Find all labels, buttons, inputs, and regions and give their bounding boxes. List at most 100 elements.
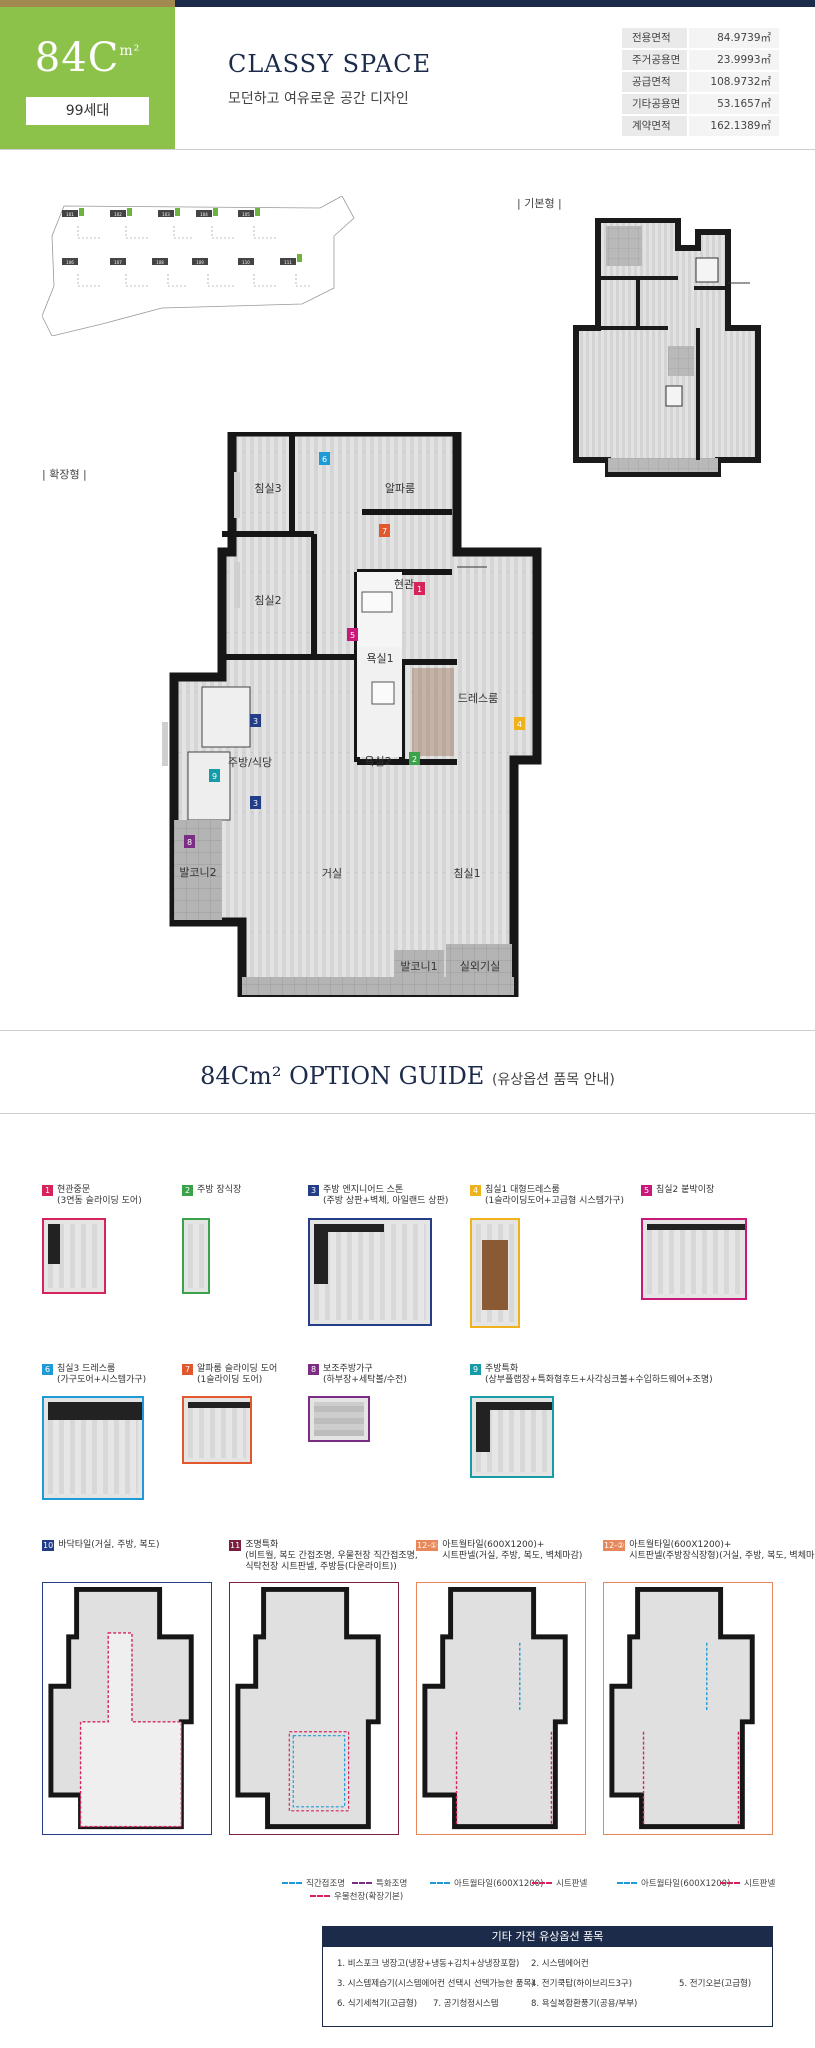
divider	[0, 1030, 815, 1031]
unit-label: 105	[242, 212, 250, 217]
room-balcony2: 발코니2	[179, 866, 216, 879]
area-row: 기타공용면적53.1657㎡	[622, 94, 779, 130]
appliance-item: 6. 식기세척기(고급형)	[337, 1999, 418, 2009]
option-thumb-3	[308, 1218, 432, 1326]
option-plan-12-2	[603, 1582, 773, 1835]
room-kitchen: 주방/식당	[228, 756, 272, 769]
unit-label: 104	[200, 212, 208, 217]
marker-1: 1	[417, 585, 422, 594]
divider	[0, 1113, 815, 1114]
floor-plan-miniature	[235, 1586, 381, 1830]
unit-label: 108	[156, 260, 164, 265]
room-living: 거실	[322, 867, 342, 880]
appliance-item: 8. 욕실복합환풍기(공용/부부)	[531, 1999, 638, 2009]
option-guide-title: 84Cm² OPTION GUIDE (유상옵션 품목 안내)	[200, 1062, 615, 1090]
marker-6: 6	[322, 455, 327, 464]
appliance-item: 2. 시스템에어컨	[531, 1959, 589, 1969]
top-stripe-accent	[0, 0, 175, 7]
unit-label: 103	[162, 212, 170, 217]
size-label: 84Cm²	[34, 35, 141, 81]
marker-7: 7	[382, 527, 387, 536]
unit-label: 101	[66, 212, 74, 217]
page-subtitle: 모던하고 여유로운 공간 디자인	[228, 91, 409, 107]
extended-type-label: | 확장형 |	[42, 468, 87, 481]
option-thumb-5	[641, 1218, 747, 1300]
legend-sheet-1: 시트판넬	[532, 1877, 587, 1889]
unit-label: 111	[284, 260, 292, 265]
option-thumb-9	[470, 1396, 554, 1478]
top-stripe	[0, 0, 815, 7]
marker-2: 2	[412, 755, 417, 764]
extended-floor-plan: 침실3 알파룸 현관 침실2 욕실1 드레스룸 욕실2 주방/식당 거실 침실1…	[162, 432, 542, 997]
room-balcony1: 발코니1	[400, 960, 437, 973]
option-thumb-7	[182, 1396, 252, 1464]
page-title: CLASSY SPACE	[228, 50, 432, 78]
marker-5: 5	[350, 631, 355, 640]
appliance-item: 7. 공기청정시스템	[433, 1999, 499, 2009]
legend-sheet-2: 시트판넬	[720, 1877, 775, 1889]
basic-floor-plan	[573, 218, 761, 477]
option-plan-11	[229, 1582, 399, 1835]
appliance-item: 4. 전기쿡탑(하이브리드3구)	[531, 1979, 633, 1989]
units-count: 99세대	[26, 97, 149, 125]
appliance-options-title: 기타 가전 유상옵션 품목	[323, 1927, 772, 1947]
unit-label: 107	[114, 260, 122, 265]
unit-label: 110	[242, 260, 250, 265]
marker-9: 9	[212, 772, 217, 781]
floor-plan-miniature	[48, 1586, 194, 1830]
option-thumb-6	[42, 1396, 144, 1500]
option-plan-10	[42, 1582, 212, 1835]
option-thumb-8	[308, 1396, 370, 1442]
room-entry: 현관	[394, 578, 414, 591]
option-thumb-2	[182, 1218, 210, 1294]
room-bath2: 욕실2	[364, 755, 391, 768]
floor-plan-miniature	[609, 1586, 755, 1830]
legend-special: 특화조명	[352, 1877, 407, 1889]
option-thumb-1	[42, 1218, 106, 1294]
option-plan-12-1	[416, 1582, 586, 1835]
room-alpha: 알파룸	[385, 481, 415, 495]
room-bed2: 침실2	[254, 594, 281, 607]
floor-plan-miniature	[422, 1586, 568, 1830]
option-thumb-4	[470, 1218, 520, 1328]
marker-3b: 3	[253, 799, 258, 808]
marker-4: 4	[517, 720, 522, 729]
site-plan: 101 102 103 104 105 106 107 108 109 110 …	[42, 196, 355, 336]
divider	[0, 149, 815, 150]
legend-ceiling: 우물천장(확장기본)	[310, 1890, 403, 1902]
room-outdoor-unit: 실외기실	[460, 960, 500, 973]
area-row: 주거공용면적23.9993㎡	[622, 50, 779, 86]
legend-arttile-1: 아트월타일(600X1200)	[430, 1877, 543, 1889]
site-unit-markers: 101 102 103 104 105 106 107 108 109 110 …	[62, 208, 302, 265]
unit-label: 106	[66, 260, 74, 265]
legend-indirect: 직간접조명	[282, 1877, 345, 1889]
unit-label: 102	[114, 212, 122, 217]
appliance-item: 1. 비스포크 냉장고(냉장+냉동+김치+상냉장포함)	[337, 1959, 520, 1969]
room-bed1: 침실1	[453, 867, 480, 880]
room-bed3: 침실3	[254, 482, 281, 495]
room-bath1: 욕실1	[366, 652, 393, 665]
room-dress: 드레스룸	[458, 692, 498, 705]
appliance-item: 5. 전기오븐(고급형)	[679, 1979, 752, 1989]
marker-3: 3	[253, 717, 258, 726]
appliance-item: 3. 시스템제습기(시스템에어컨 선택시 선택가능한 품목)	[337, 1979, 535, 1989]
unit-label: 109	[196, 260, 204, 265]
size-badge: 84Cm² 99세대	[0, 7, 175, 149]
